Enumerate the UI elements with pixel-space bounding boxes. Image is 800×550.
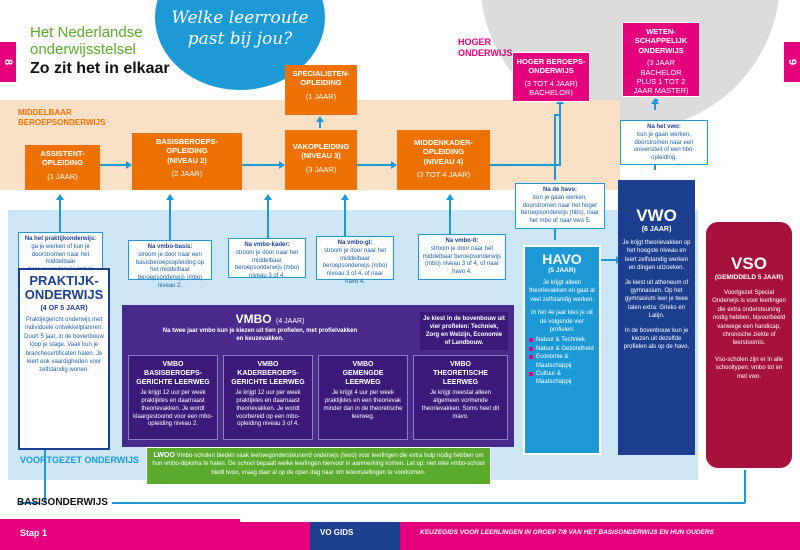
havo-profiel-label: Economie & Maatschappij (536, 354, 572, 369)
note-vmbo-kader: Na vmbo-kader:stroom je door naar het mi… (228, 238, 306, 279)
havo-profiel-item: Economie & Maatschappij (529, 353, 595, 370)
note-praktijk: Na het praktijkonderwijs:ga je werken of… (18, 232, 103, 281)
havo-profiel-item: Natuur & Gezondheid (529, 345, 595, 353)
footer-left-stripe (0, 519, 240, 522)
mbo-assistent-box: ASSISTENT- OPLEIDING (1 JAAR) (25, 145, 100, 190)
mbo-vak-box: VAKOPLEIDING (NIVEAU 3) (3 JAAR) (285, 130, 357, 190)
lwoo-box: LWOO Vmbo-scholen bieden vaak leerwegond… (146, 447, 491, 485)
wo-box: WETEN- SCHAPPELIJK ONDERWIJS (3 JAAR BAC… (622, 22, 700, 97)
vo-section-label: VOORTGEZET ONDERWIJS (20, 455, 139, 465)
havo-profiel-label: Natuur & Gezondheid (536, 345, 594, 352)
footer-bar (0, 522, 800, 550)
footer-step: Stap 1 (20, 528, 48, 538)
ho-section-label: HOGER ONDERWIJS (458, 37, 513, 58)
havo-profiel-label: Cultuur & Maatschappij (536, 370, 572, 386)
mbo-specialist-box: SPECIALISTEN- OPLEIDING (1 JAAR) (285, 65, 357, 115)
question-bubble-text: Welke leerroute past bij jou? (171, 8, 309, 49)
mbo-basis-box: BASISBEROEPS- OPLEIDING (NIVEAU 2) (2 JA… (132, 133, 242, 190)
page-title: Het Nederlandse onderwijsstelsel (30, 24, 143, 58)
bullet-square-icon (529, 355, 533, 360)
page-number-left: 8 (0, 42, 16, 82)
note-vmbo-tl: Na vmbo-tl:stroom je door naar het midde… (418, 234, 506, 280)
vmbo-title: VMBO (4 JAAR) (235, 312, 305, 326)
note-vmbo-gl: Na vmbo-gl:stroom je door naar het midde… (316, 236, 394, 285)
bullet-square-icon (529, 346, 533, 351)
bullet-square-icon (529, 371, 533, 376)
footer-description: KEUZEGIDS VOOR LEERLINGEN IN GROEP 7/8 V… (420, 529, 714, 536)
footer-guide-label: VO GIDS (320, 528, 354, 537)
note-vmbo-basis: Na vmbo-basis:stroom je door naar een ba… (128, 240, 212, 289)
mbo-section-label: MIDDELBAAR BEROEPSONDERWIJS (18, 108, 106, 127)
havo-profiel-label: Natuur & Techniek (536, 337, 585, 344)
page-subtitle: Zo zit het in elkaar (30, 60, 170, 77)
bao-section-label: BASISONDERWIJS (17, 497, 108, 508)
footer-mid-block (310, 522, 400, 550)
hbo-box: HOGER BEROEPS- ONDERWIJS (3 TOT 4 JAAR) … (512, 52, 590, 102)
note-havo: Na de havo:kun je gaan werken, doorstrom… (515, 183, 605, 229)
vwo-box: VWO (6 JAAR) Je krijgt theorievakken op … (618, 180, 695, 455)
vmbo-subtitle: Na twee jaar vmbo kun je kiezen uit tien… (162, 328, 358, 342)
vmbo-profiel-note: Je kiest in de bovenbouw uit vier profie… (420, 312, 508, 351)
havo-box: HAVO (5 JAAR) Je krijgt alleen theorieva… (523, 245, 601, 455)
havo-profiel-item: Cultuur & Maatschappij (529, 370, 595, 387)
praktijk-box: PRAKTIJK- ONDERWIJS (4 OF 5 JAAR) Prakti… (18, 268, 110, 450)
vso-box: VSO (GEMIDDELD 5 JAAR) Voortgezet Specia… (704, 220, 794, 470)
bullet-square-icon (529, 338, 533, 343)
mbo-midden-box: MIDDENKADER- OPLEIDING (NIVEAU 4) (3 TOT… (397, 130, 490, 190)
page-number-right: 9 (784, 42, 800, 82)
note-vwo: Na het vwo:kun je gaan werken, doorstrom… (620, 120, 708, 165)
havo-profiel-item: Natuur & Techniek (529, 336, 595, 344)
